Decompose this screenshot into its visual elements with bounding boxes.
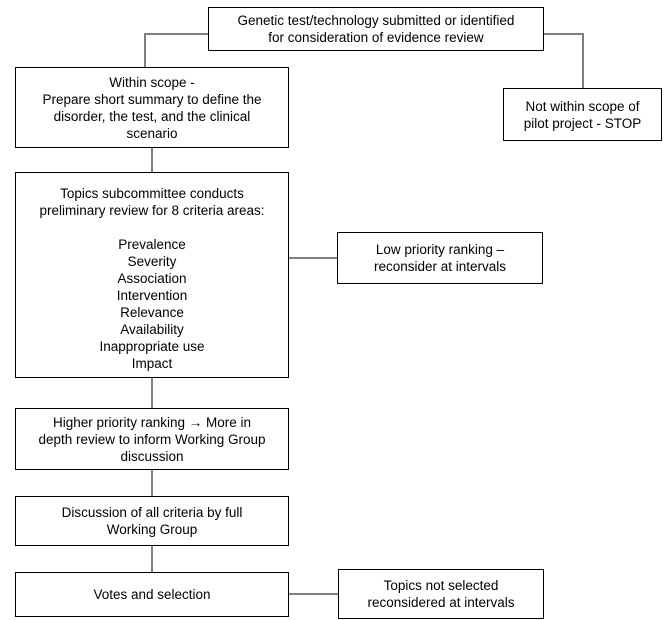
node-within-scope[interactable]: Within scope - Prepare short summary to …: [15, 67, 289, 148]
connector-discussion-to-votes: [151, 545, 153, 573]
connector-topics-to-higher-priority: [151, 377, 153, 409]
connector-within-scope-to-topics: [151, 147, 153, 173]
connector-left-down-to-within-scope: [144, 33, 146, 68]
node-not-selected[interactable]: Topics not selected reconsidered at inte…: [338, 569, 544, 619]
node-discussion[interactable]: Discussion of all criteria by full Worki…: [15, 496, 289, 546]
criteria-list: Prevalence Severity Association Interven…: [99, 237, 205, 371]
node-not-within-scope-label: Not within scope of pilot project - STOP: [523, 98, 642, 131]
connector-intake-to-right: [543, 33, 584, 35]
node-not-selected-label: Topics not selected reconsidered at inte…: [367, 578, 515, 610]
connector-right-down-to-not-within-scope: [582, 33, 584, 89]
node-intake[interactable]: Genetic test/technology submitted or ide…: [208, 7, 544, 51]
node-low-priority-label: Low priority ranking – reconsider at int…: [373, 242, 507, 274]
node-topics-subcommittee-label: Topics subcommittee conducts preliminary…: [39, 186, 265, 218]
node-higher-priority[interactable]: Higher priority ranking → More in depth …: [15, 408, 289, 470]
node-votes[interactable]: Votes and selection: [15, 572, 289, 617]
connector-votes-to-not-selected: [288, 593, 338, 595]
connector-intake-to-left: [144, 33, 210, 35]
node-topics-subcommittee[interactable]: Topics subcommittee conducts preliminary…: [15, 172, 289, 378]
node-votes-label: Votes and selection: [93, 587, 211, 602]
node-discussion-label: Discussion of all criteria by full Worki…: [61, 505, 243, 537]
connector-topics-to-low-priority: [288, 257, 337, 259]
node-low-priority[interactable]: Low priority ranking – reconsider at int…: [337, 232, 543, 284]
node-higher-priority-label: Higher priority ranking → More in depth …: [38, 414, 266, 464]
node-not-within-scope[interactable]: Not within scope of pilot project - STOP: [503, 88, 662, 141]
node-intake-label: Genetic test/technology submitted or ide…: [237, 13, 515, 45]
connector-higher-priority-to-discussion: [151, 469, 153, 497]
node-within-scope-label: Within scope - Prepare short summary to …: [42, 74, 262, 141]
